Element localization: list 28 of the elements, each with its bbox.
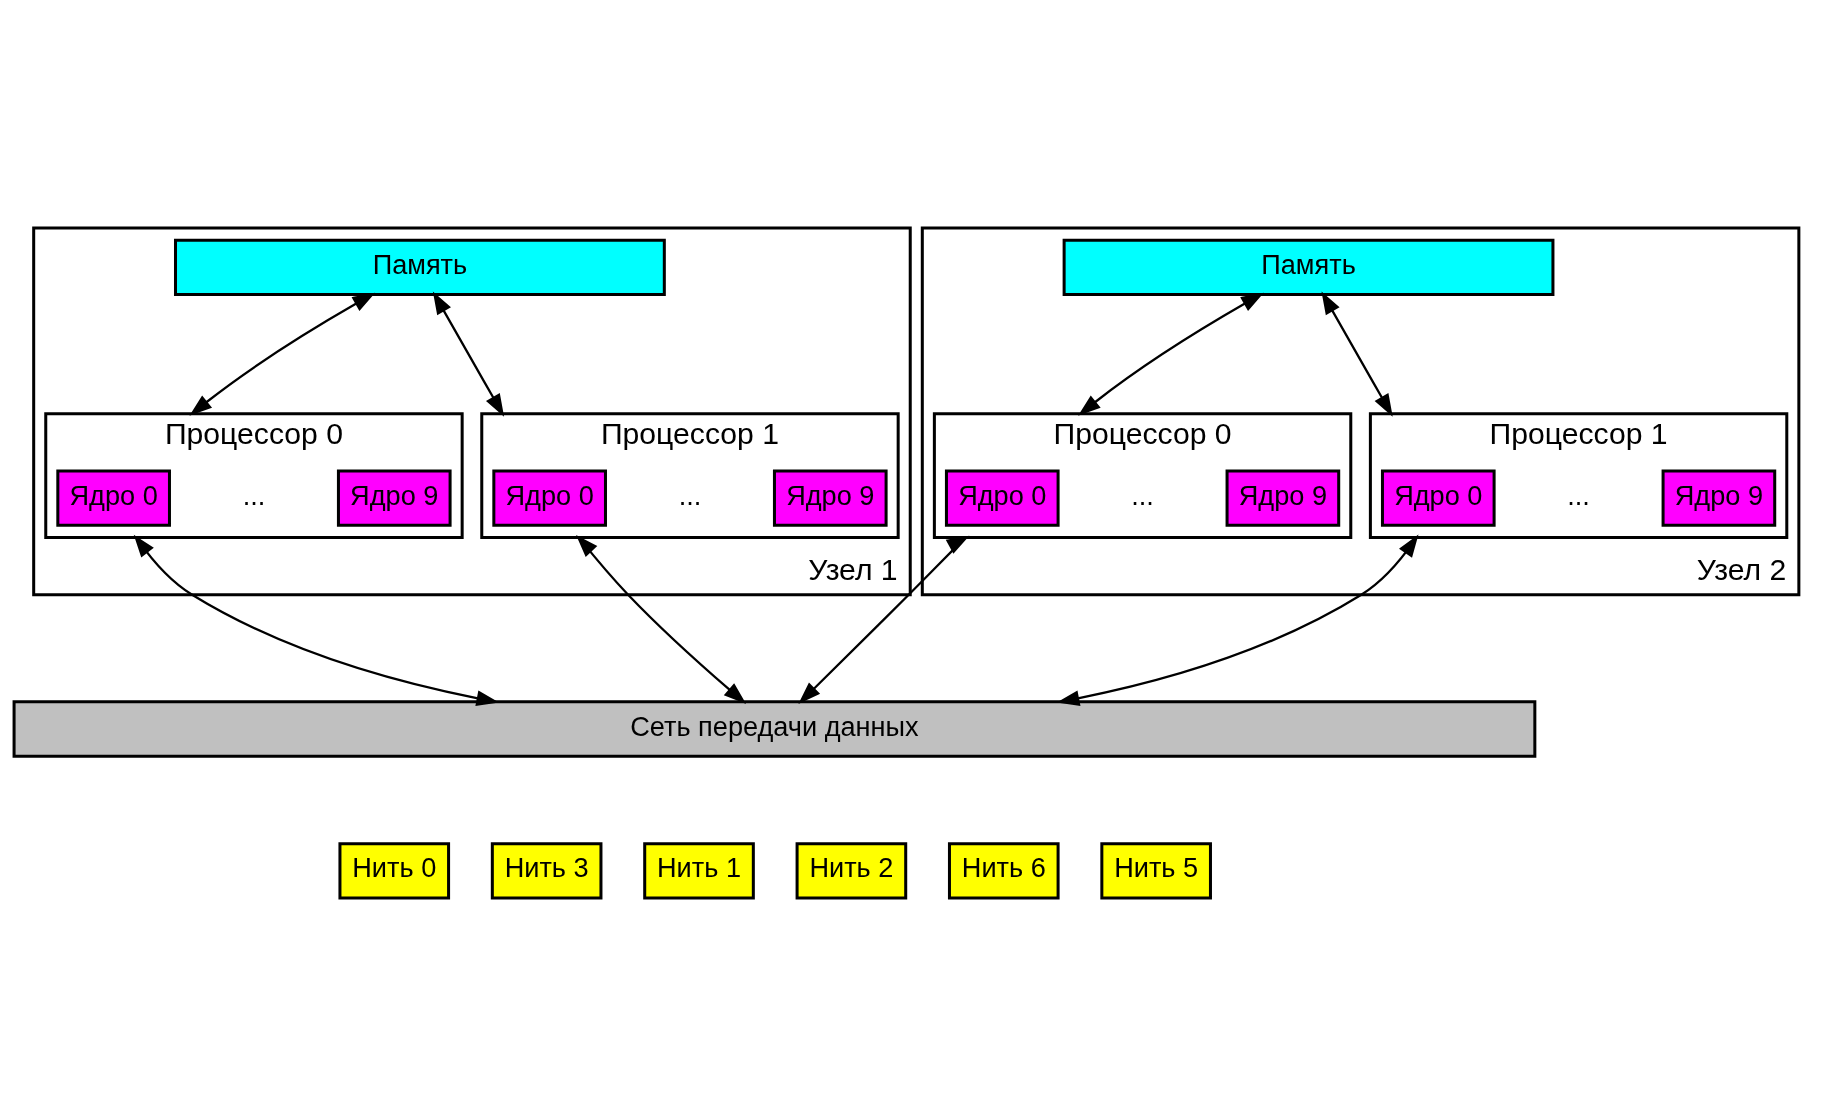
node-box: Память: [1062, 238, 1555, 296]
arrow: [576, 534, 747, 704]
node-box: Ядро 0: [944, 469, 1060, 527]
node-box: Ядро 9: [1225, 469, 1341, 527]
node-box: Нить 2: [795, 842, 908, 900]
node-box: Сеть передачи данных: [12, 700, 1537, 758]
label: ...: [678, 479, 702, 511]
node-box: Нить 6: [947, 842, 1060, 900]
node-box: Память: [174, 238, 666, 296]
node-box: Ядро 0: [492, 469, 607, 527]
node-box: Ядро 9: [1661, 469, 1777, 527]
node-box: Ядро 9: [336, 469, 452, 527]
arrow: [1078, 292, 1264, 416]
label: ...: [242, 479, 266, 511]
arrow: [1056, 534, 1419, 706]
node-box: Ядро 0: [56, 469, 171, 527]
label: ...: [1567, 479, 1590, 511]
node-box: Ядро 0: [1380, 469, 1496, 527]
node-box: Нить 1: [643, 842, 755, 900]
arrow: [1321, 291, 1393, 417]
label: ...: [1131, 479, 1154, 511]
node-box: Нить 5: [1100, 842, 1212, 900]
node-box: Нить 3: [490, 842, 603, 900]
node-box: Ядро 9: [772, 469, 888, 527]
arrow: [798, 535, 970, 705]
arrow: [432, 291, 505, 417]
node-box: Нить 0: [338, 842, 451, 900]
arrow: [189, 292, 376, 416]
